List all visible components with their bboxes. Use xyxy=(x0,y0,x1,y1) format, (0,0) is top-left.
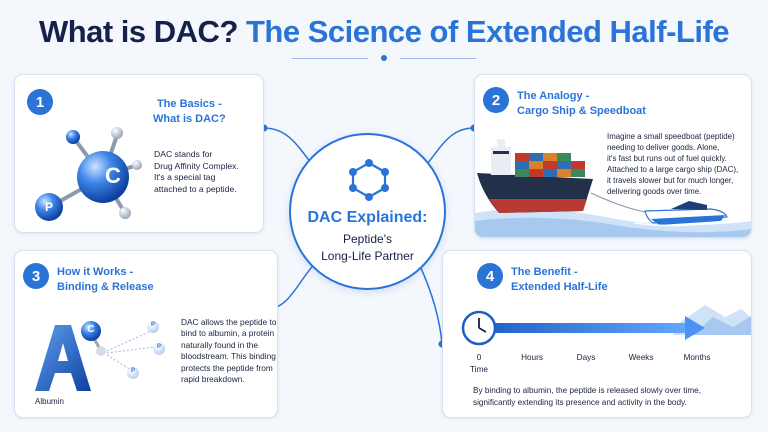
title-divider xyxy=(292,55,476,61)
albumin-binding-icon xyxy=(35,321,165,391)
timeline-axis-label: Time xyxy=(470,365,488,374)
card-2-title: The Analogy - Cargo Ship & Speedboat xyxy=(517,89,646,119)
albumin-label: Albumin xyxy=(35,397,64,406)
peptide-p-label-1: P xyxy=(150,322,155,328)
card-3-body-line: DAC allows the peptide to xyxy=(181,317,277,327)
card-4-body-line: significantly extending its presence and… xyxy=(473,398,687,407)
title-part-1: What is DAC? xyxy=(38,14,238,49)
card-3-body-line: bloodstream. This binding xyxy=(181,351,276,362)
card-1-body-line: DAC stands for xyxy=(154,149,213,159)
card-3-body-line: rapid breakdown. xyxy=(181,374,245,385)
center-summary-circle: DAC Explained: Peptide's Long-Life Partn… xyxy=(289,133,446,290)
card-how-it-works: 3 How it Works - Binding & Release DAC a… xyxy=(14,250,278,418)
card-1-body-line: It's a special tag xyxy=(154,172,216,183)
card-3-title-line-1: How it Works - xyxy=(57,266,134,278)
card-2-body-line: it travels slower but for much longer, xyxy=(607,176,734,185)
card-3-title-line-2: Binding & Release xyxy=(57,281,154,293)
card-3-body-line: naturally found in the xyxy=(181,339,259,350)
albumin-c-label: C xyxy=(87,324,95,335)
card-2-body-line: it's fast but runs out of fuel quickly. xyxy=(607,154,727,163)
card-1-body: DAC stands for Drug Affinity Complex. It… xyxy=(154,149,239,195)
card-2-title-line-1: The Analogy - xyxy=(517,90,590,102)
card-2-body-line: Attached to a large cargo ship (DAC), xyxy=(607,165,739,174)
timeline-label-weeks: Weeks xyxy=(628,353,654,362)
card-4-title-line-2: Extended Half-Life xyxy=(511,281,608,293)
card-4-body-line: By binding to albumin, the peptide is re… xyxy=(473,386,702,395)
card-1-title-line-1: The Basics - xyxy=(156,98,222,110)
card-3-body: DAC allows the peptide to bind to albumi… xyxy=(181,317,276,385)
card-4-title: The Benefit - Extended Half-Life xyxy=(511,265,608,295)
hexagon-molecule-icon xyxy=(349,159,389,201)
timeline-label-days: Days xyxy=(576,353,596,362)
card-2-body: Imagine a small speedboat (peptide) need… xyxy=(607,131,738,197)
card-analogy: 2 The Analogy - Cargo Ship & Speedboat I… xyxy=(474,74,752,238)
peptide-p-label-2: P xyxy=(156,344,161,350)
card-3-body-line: protects the peptide from xyxy=(181,362,273,373)
center-line-1: Peptide's xyxy=(343,232,392,246)
card-number-4: 4 xyxy=(477,263,503,289)
timeline-label-0: 0 xyxy=(476,353,482,362)
molecule-small-label: P xyxy=(44,200,53,214)
center-heading: DAC Explained: xyxy=(307,209,428,226)
card-3-body-line: bind to albumin, a protein xyxy=(181,328,275,339)
card-4-body: By binding to albumin, the peptide is re… xyxy=(473,385,701,409)
card-2-title-line-2: Cargo Ship & Speedboat xyxy=(517,105,646,117)
page-title: What is DAC? The Science of Extended Hal… xyxy=(0,14,768,50)
card-number-1: 1 xyxy=(27,89,53,115)
card-3-title: How it Works - Binding & Release xyxy=(57,265,154,295)
title-part-2: The Science of Extended Half-Life xyxy=(246,14,730,49)
peptide-p-label-3: P xyxy=(130,368,135,374)
card-benefit: 4 The Benefit - Extended Half-Life 0 Hou… xyxy=(442,250,752,418)
card-basics: 1 The Basics - What is DAC? DAC stands f… xyxy=(14,74,264,233)
card-4-title-line-1: The Benefit - xyxy=(511,266,578,278)
card-number-3: 3 xyxy=(23,263,49,289)
card-1-body-line: attached to a peptide. xyxy=(154,183,237,194)
card-2-body-line: delivering goods over time. xyxy=(607,187,702,196)
timeline-label-hours: Hours xyxy=(521,353,543,362)
card-number-2: 2 xyxy=(483,87,509,113)
card-1-title-line-2: What is DAC? xyxy=(153,113,226,125)
card-2-body-line: Imagine a small speedboat (peptide) xyxy=(607,132,735,141)
center-line-2: Long-Life Partner xyxy=(321,249,414,263)
card-1-title: The Basics - What is DAC? xyxy=(153,97,226,127)
molecule-icon xyxy=(35,127,142,221)
timeline-label-months: Months xyxy=(683,353,711,362)
molecule-center-label: C xyxy=(105,163,121,188)
card-1-body-line: Drug Affinity Complex. xyxy=(154,160,239,171)
half-life-timeline xyxy=(461,305,751,346)
cargo-ship-speedboat-icon xyxy=(475,139,751,237)
card-2-body-line: needing to deliver goods. Alone, xyxy=(607,143,720,152)
